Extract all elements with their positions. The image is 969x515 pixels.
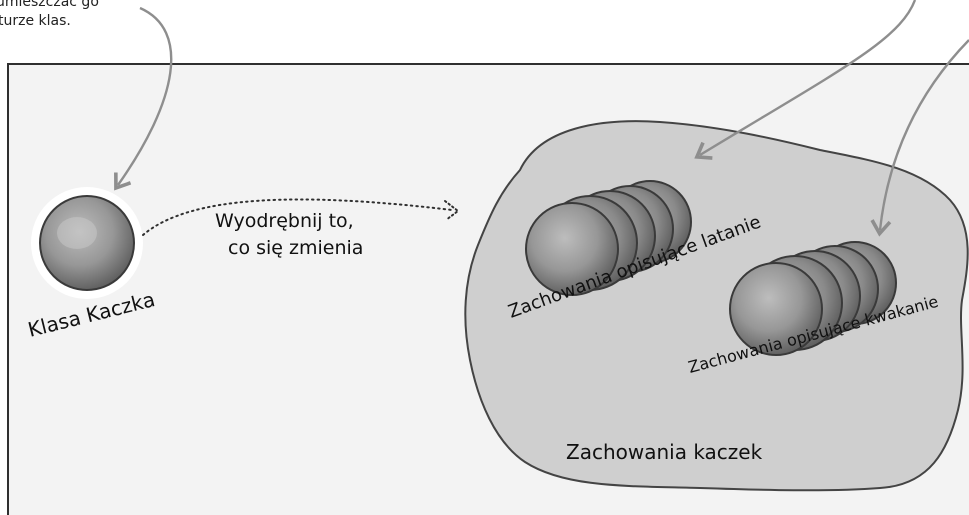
extract-label-line2: co się zmienia bbox=[228, 237, 363, 259]
gray-sphere-icon bbox=[31, 187, 143, 299]
extract-label-line1: Wyodrębnij to, bbox=[215, 210, 354, 232]
top-note-line2: turze klas. bbox=[0, 13, 71, 29]
top-note-line1: umieszczać go bbox=[0, 0, 99, 10]
duck-behaviors-label: Zachowania kaczek bbox=[566, 440, 763, 464]
